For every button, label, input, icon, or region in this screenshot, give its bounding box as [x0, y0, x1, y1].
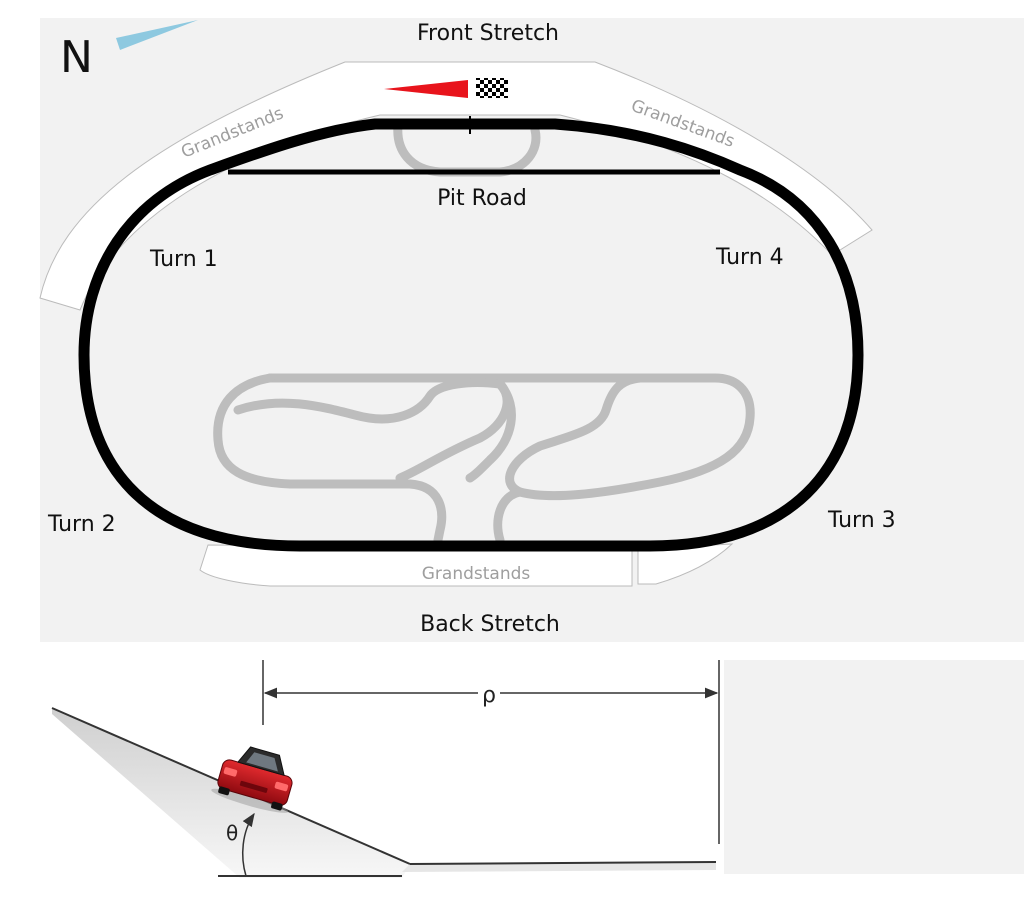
turn1-label: Turn 1: [149, 247, 218, 272]
bank-diagram: ρ θ: [51, 660, 1024, 878]
bank-diagram-right-panel: [724, 660, 1024, 874]
grandstands-back-annex: [637, 543, 734, 585]
turn3-label-clip: Turn 3: [827, 508, 896, 533]
angle-arc: [241, 812, 255, 877]
compass-label: N: [60, 32, 93, 83]
grandstands-back-label: Grandstands: [422, 564, 531, 584]
infield-road-course: [213, 121, 755, 545]
turn2-label: Turn 2: [47, 512, 116, 537]
angle-label: θ: [226, 821, 238, 845]
turn4-label: Turn 4: [715, 245, 784, 270]
grandstands-back: [199, 544, 633, 587]
car-icon: [211, 746, 293, 813]
radius-label: ρ: [482, 683, 496, 708]
start-line-pointer-icon: [384, 80, 468, 98]
checkered-flag-icon: [476, 78, 508, 98]
ground-line: [409, 861, 717, 865]
radius-label-background: [478, 680, 500, 706]
oval-track: [78, 118, 864, 552]
pit-road-label: Pit Road: [437, 186, 527, 211]
back-stretch-label: Back Stretch: [420, 612, 560, 637]
turn3-label: Turn 3: [827, 508, 896, 533]
track-map: N Front Stretch Pit Road Turn 1 Turn 4 T…: [39, 18, 1024, 642]
north-pointer-icon: [116, 20, 198, 50]
front-stretch-label: Front Stretch: [417, 21, 559, 46]
